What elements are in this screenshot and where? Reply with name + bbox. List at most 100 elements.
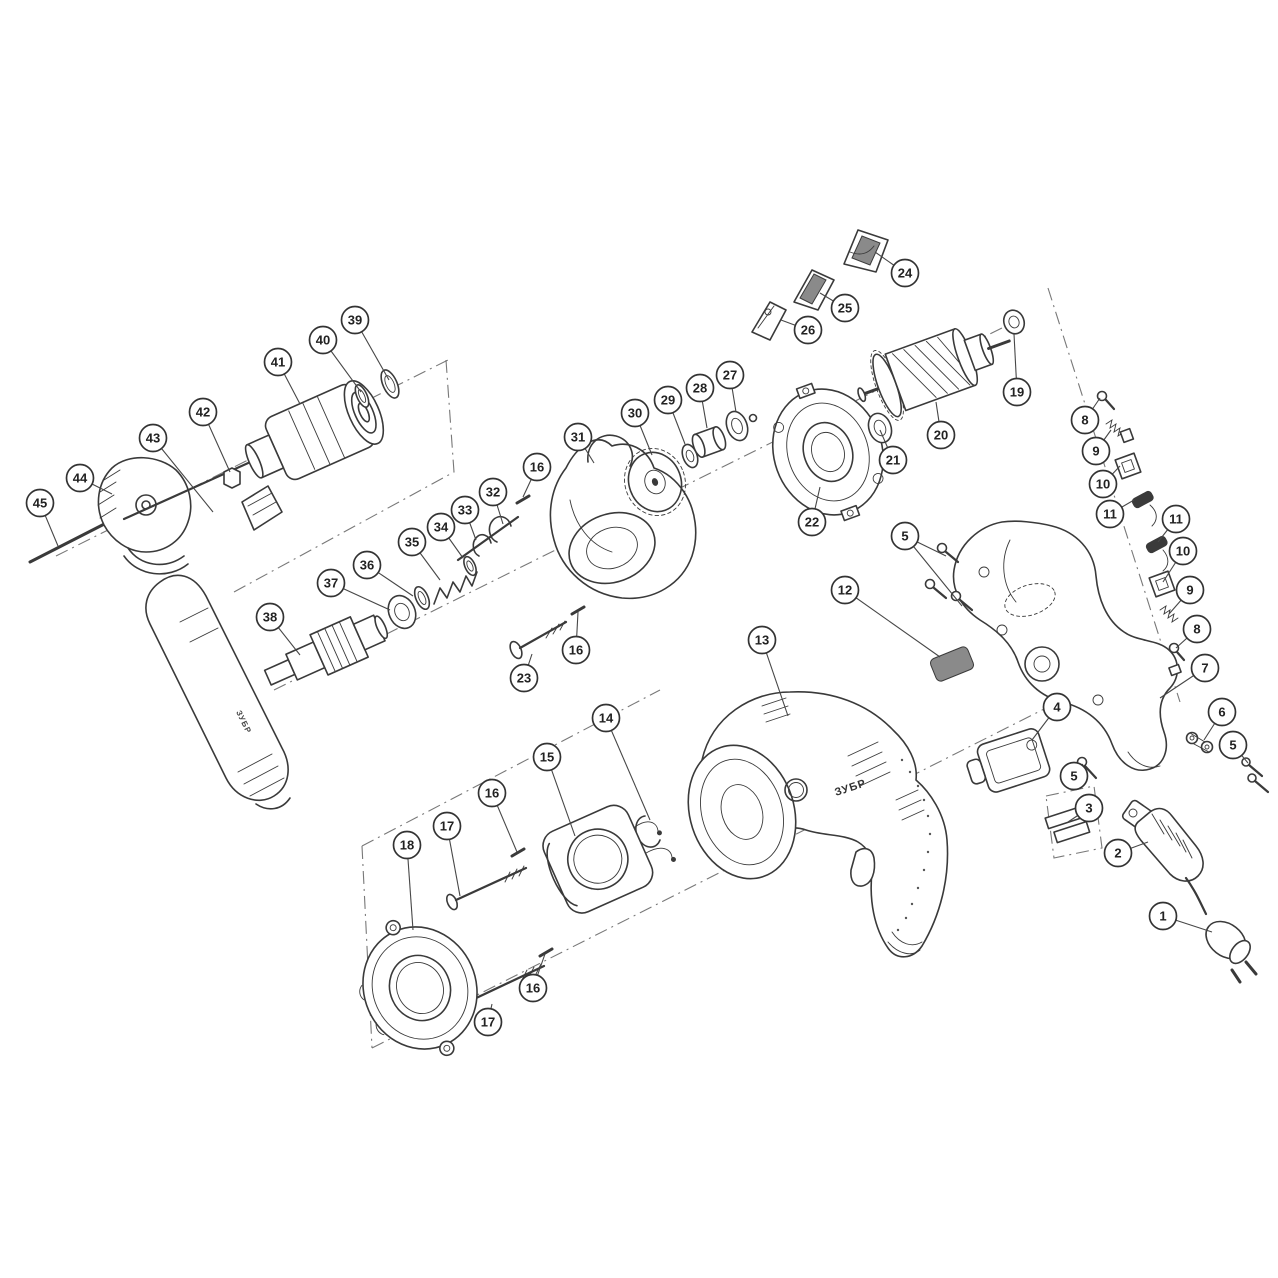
callout-number: 13	[755, 633, 769, 648]
callout-balloon	[1207, 697, 1237, 727]
callout-9: 9	[1081, 429, 1112, 466]
part-front-shield	[359, 919, 478, 1057]
callout-6: 6	[1203, 697, 1237, 741]
callout-balloon	[793, 315, 823, 345]
callout-number: 4	[1053, 700, 1061, 715]
callout-balloon	[188, 397, 218, 427]
part-brush-set-lower	[1145, 535, 1186, 677]
callout-balloon	[1070, 405, 1100, 435]
callout-balloon	[450, 495, 480, 525]
callout-17: 17	[473, 1003, 503, 1037]
callout-number: 19	[1010, 385, 1024, 400]
callout-42: 42	[188, 397, 231, 473]
leader-line	[904, 535, 963, 607]
callout-5: 5	[890, 521, 963, 607]
part-gearbox-housing	[549, 434, 697, 600]
callout-1: 1	[1148, 901, 1213, 933]
trigger	[850, 847, 876, 887]
leader-line	[605, 717, 651, 821]
part-pin-16b	[570, 605, 586, 616]
callout-14: 14	[591, 703, 651, 821]
callout-2: 2	[1103, 838, 1149, 868]
callout-balloon	[878, 445, 908, 475]
part-washer-39	[380, 369, 400, 399]
callout-balloon	[653, 385, 683, 415]
callout-36: 36	[352, 550, 414, 597]
callout-balloon	[1168, 536, 1198, 566]
callout-5: 5	[1218, 730, 1249, 764]
callout-39: 39	[340, 305, 390, 381]
callout-balloon	[509, 663, 539, 693]
callout-number: 27	[723, 368, 737, 383]
callout-43: 43	[138, 423, 214, 513]
callout-number: 16	[485, 786, 499, 801]
callout-balloon	[715, 360, 745, 390]
callout-balloon	[1088, 469, 1118, 499]
callout-34: 34	[426, 512, 464, 559]
part-bearing-shield-22	[771, 382, 885, 522]
callout-number: 37	[324, 576, 338, 591]
callout-number: 39	[348, 313, 362, 328]
callout-number: 1	[1159, 909, 1166, 924]
callout-number: 23	[517, 671, 531, 686]
callout-12: 12	[830, 575, 941, 658]
callout-number: 16	[569, 643, 583, 658]
callout-23: 23	[509, 653, 539, 693]
callout-number: 43	[146, 431, 160, 446]
callout-30: 30	[620, 398, 653, 456]
callout-20: 20	[926, 401, 956, 450]
part-circlip-32	[488, 515, 512, 543]
callout-16: 16	[522, 452, 552, 498]
callout-balloon	[830, 575, 860, 605]
callout-18: 18	[392, 830, 422, 931]
part-switch	[966, 728, 1051, 793]
callout-balloon	[1081, 436, 1111, 466]
callout-balloon	[532, 742, 562, 772]
part-cord-clamp-3	[1044, 806, 1091, 844]
callout-balloon	[1161, 504, 1191, 534]
callout-number: 38	[263, 610, 277, 625]
callout-38: 38	[255, 602, 301, 656]
part-washer-34	[463, 555, 477, 577]
callout-balloon	[1042, 692, 1072, 722]
callout-number: 31	[571, 430, 585, 445]
callout-number: 41	[271, 355, 285, 370]
callout-7: 7	[1159, 653, 1220, 699]
callout-number: 12	[838, 583, 852, 598]
callout-number: 5	[1229, 738, 1236, 753]
callout-balloon	[65, 463, 95, 493]
callout-8: 8	[1070, 397, 1101, 435]
callout-number: 29	[661, 393, 675, 408]
callout-number: 40	[316, 333, 330, 348]
part-pin-16d	[538, 947, 554, 958]
callout-number: 9	[1186, 583, 1193, 598]
callout-balloon	[926, 420, 956, 450]
callout-number: 8	[1193, 622, 1200, 637]
callout-number: 3	[1085, 801, 1092, 816]
callout-5: 5	[1059, 761, 1089, 791]
callout-balloon	[478, 477, 508, 507]
callout-17: 17	[432, 811, 462, 897]
callout-balloon	[1182, 614, 1212, 644]
callout-number: 17	[481, 1015, 495, 1030]
callout-10: 10	[1162, 536, 1198, 583]
part-pin-16a	[515, 494, 531, 505]
callout-number: 33	[458, 503, 472, 518]
callout-balloon	[591, 703, 621, 733]
callout-balloon	[397, 527, 427, 557]
part-ball	[748, 413, 758, 423]
callout-balloon	[563, 422, 593, 452]
callout-balloon	[255, 602, 285, 632]
callout-3: 3	[1067, 793, 1104, 823]
callout-balloon	[518, 973, 548, 1003]
callout-number: 10	[1096, 477, 1110, 492]
callout-number: 7	[1201, 661, 1208, 676]
callout-29: 29	[653, 385, 686, 445]
callout-45: 45	[25, 488, 59, 547]
callout-balloon	[1148, 901, 1178, 931]
callout-number: 26	[801, 323, 815, 338]
part-housing-half	[952, 520, 1179, 771]
